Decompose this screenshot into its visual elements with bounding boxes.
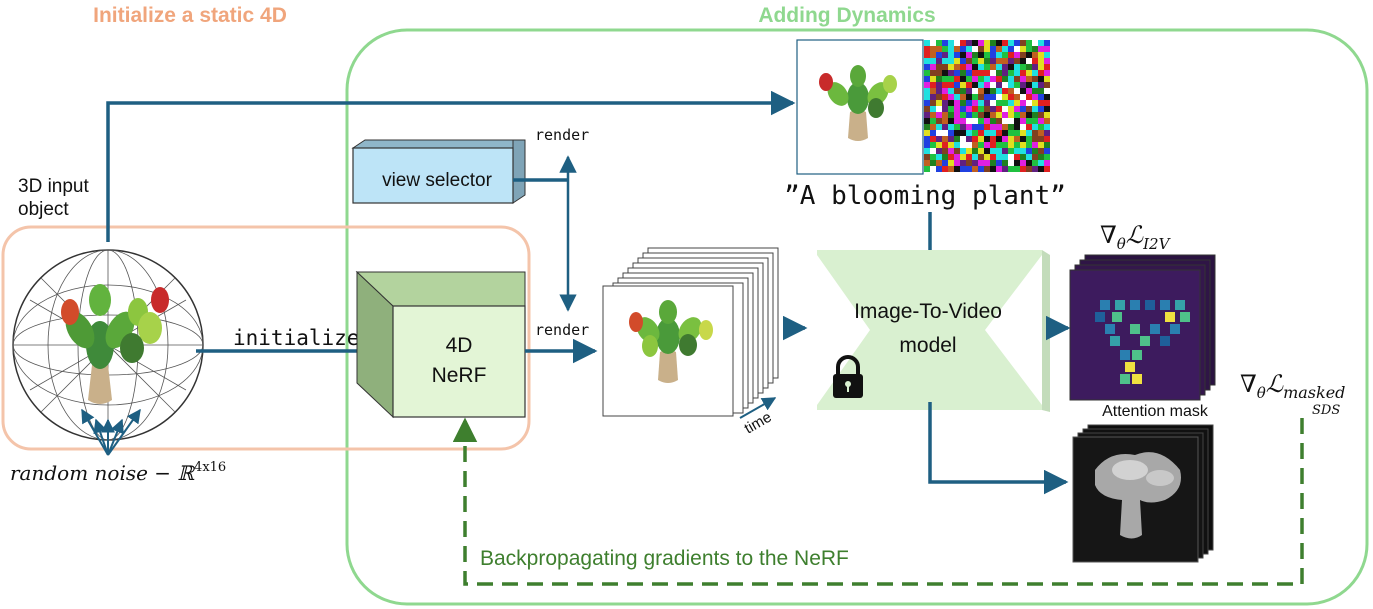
model-to-mask-arrow	[928, 402, 1069, 495]
attention-mask-shape	[1095, 452, 1181, 539]
view-selector-box	[351, 139, 526, 204]
static-region	[1, 225, 531, 451]
noise-label: random noise − ℝ4x16	[10, 460, 226, 485]
grad-masked-sub2: SDS	[1312, 403, 1340, 418]
dynamics-region	[345, 28, 1369, 606]
initialize-label: initialize	[233, 326, 359, 350]
gradient-heatmap	[1095, 300, 1190, 384]
input-object-label-line2: object	[18, 199, 69, 220]
render-mid-label: render	[535, 321, 589, 339]
conditioning-plant	[819, 65, 897, 141]
time-arrow	[739, 397, 777, 419]
frame-plant-image	[629, 300, 713, 383]
input-object-sphere	[12, 249, 204, 441]
backprop-dashed-line	[452, 417, 1304, 586]
attention-mask-label: Attention mask	[1102, 403, 1209, 420]
static-section-title: Initialize a static 4D	[93, 4, 287, 27]
input-to-image-arrow	[106, 90, 796, 242]
nerf-label-line1: 4D	[446, 334, 473, 357]
gradient-heatmap-stack	[1069, 254, 1216, 401]
view-selector-label: view selector	[382, 170, 492, 191]
input-object-label-line1: 3D input	[18, 176, 89, 197]
i2v-model-label-line2: model	[899, 334, 956, 357]
nerf-label-line2: NeRF	[432, 364, 487, 387]
backprop-label: Backpropagating gradients to the NeRF	[480, 547, 849, 570]
lock-icon	[833, 355, 863, 398]
render-top-label: render	[535, 126, 589, 144]
noise-image	[924, 40, 1050, 172]
noise-arrows	[81, 408, 141, 456]
grad-i2v-label: ∇θℒI2V	[1100, 221, 1172, 253]
nerf-cube	[355, 270, 526, 419]
dynamics-section-title: Adding Dynamics	[758, 4, 935, 27]
i2v-model-label-line1: Image-To-Video	[854, 300, 1002, 323]
text-prompt: ”A blooming plant”	[784, 181, 1066, 211]
grad-masked-label: ∇θℒmasked	[1240, 370, 1345, 402]
time-label: time	[742, 409, 775, 438]
